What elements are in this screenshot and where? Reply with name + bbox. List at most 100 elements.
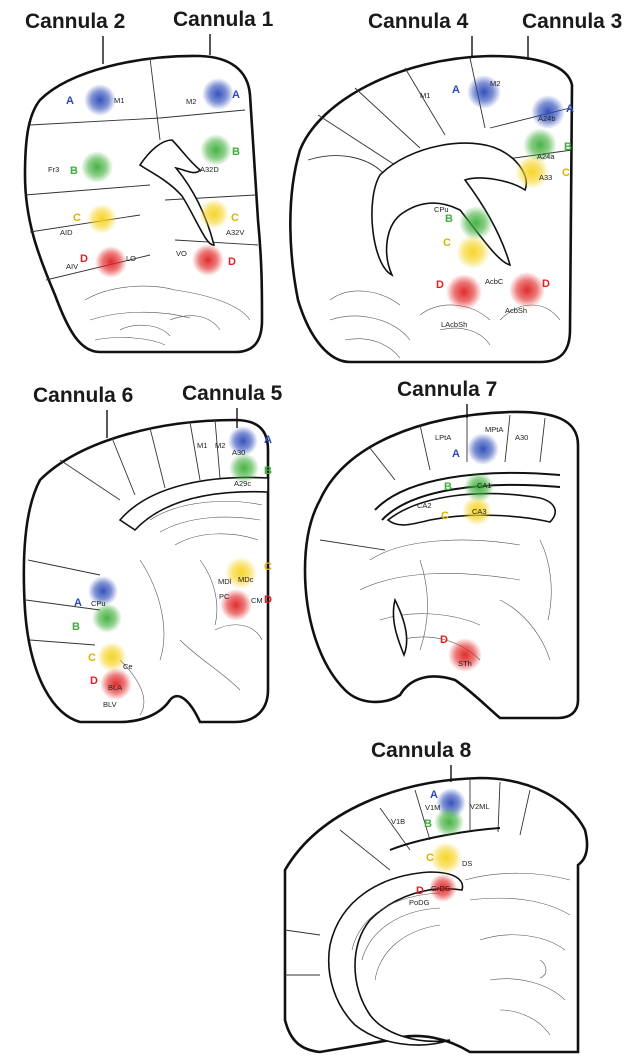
panel1-label: AIV	[66, 262, 78, 271]
panel2-letter: C	[443, 237, 451, 249]
panel4-label: CA3	[472, 507, 487, 516]
panel5-letter: C	[426, 852, 434, 864]
panel3-letter: C	[264, 561, 272, 573]
panel1-label: A32D	[200, 165, 219, 174]
panel1-label: LO	[126, 254, 136, 263]
panel2-letter: A	[566, 103, 574, 115]
panel1-letter: C	[231, 212, 239, 224]
panel3-label: CPu	[91, 599, 106, 608]
panel5-letter: D	[416, 885, 424, 897]
panel3-letter: A	[74, 597, 82, 609]
panel3-label: MDl	[218, 577, 232, 586]
panel5-label: PoDG	[409, 898, 430, 907]
panel2-label: M2	[490, 79, 500, 88]
panel1-site-D-right	[192, 244, 224, 276]
panel2-label: M1	[420, 91, 430, 100]
panel1-site-D-left	[95, 246, 127, 278]
panel1-label: Fr3	[48, 165, 59, 174]
panel2-section-outline	[290, 56, 572, 362]
panel2-label: AcbSh	[505, 306, 527, 315]
panel2-letter: C	[562, 167, 570, 179]
panel-cannula-1-2: Cannula 2 Cannula 1 M1 M2 Fr3 A32D AID A…	[25, 8, 274, 352]
panel3-label: CM	[251, 596, 263, 605]
panel1-letter: A	[232, 89, 240, 101]
panel5-label: V2ML	[470, 802, 490, 811]
panel3-label: M2	[215, 441, 225, 450]
panel3-label: M1	[197, 441, 207, 450]
panel3-label: PC	[219, 592, 230, 601]
panel4-section-outline	[305, 412, 578, 718]
panel4-site-A	[467, 433, 499, 465]
panel1-site-C-right	[199, 199, 229, 229]
panel2-label: AcbC	[485, 277, 504, 286]
panel3-label: A30	[232, 448, 245, 457]
panel1-letter: B	[232, 146, 240, 158]
panel3-label: BLV	[103, 700, 117, 709]
panel2-title-right: Cannula 3	[522, 10, 622, 33]
panel2-label: A24b	[538, 114, 556, 123]
panel4-letter: A	[452, 448, 460, 460]
panel1-letter: D	[228, 256, 236, 268]
panel2-letter: B	[564, 141, 572, 153]
panel5-site-C	[430, 842, 462, 874]
panel2-label: LAcbSh	[441, 320, 467, 329]
panel1-site-A-right	[202, 78, 234, 110]
panel2-label: A33	[539, 173, 552, 182]
panel4-letter: C	[441, 510, 449, 522]
panel4-label: STh	[458, 659, 472, 668]
panel3-letter: D	[264, 594, 272, 606]
panel1-site-B-left	[81, 151, 113, 183]
panel2-site-D-right	[509, 272, 545, 308]
panel5-label: V1B	[391, 817, 405, 826]
panel2-site-B-left	[459, 206, 493, 240]
panel2-label: A24a	[537, 152, 555, 161]
panel3-letter: C	[88, 652, 96, 664]
panel2-letter: B	[445, 213, 453, 225]
panel3-label: BLA	[108, 683, 122, 692]
panel5-title: Cannula 8	[371, 739, 472, 762]
panel3-title-right: Cannula 5	[182, 382, 283, 405]
panel-cannula-3-4: Cannula 4 Cannula 3 M1 M2 A24b A24a A33 …	[290, 10, 622, 362]
panel-cannula-8: Cannula 8 V1M V2ML V1B DS GrDG PoDG A B …	[285, 739, 587, 1052]
panel1-label: M1	[114, 96, 124, 105]
panel1-site-A-left	[84, 84, 116, 116]
panel4-label: LPtA	[435, 433, 451, 442]
panel1-olfactory	[85, 286, 250, 345]
panel3-label: A29c	[234, 479, 251, 488]
panel2-letter: A	[452, 84, 460, 96]
panel2-site-D-left	[446, 274, 482, 310]
panel4-letter: B	[444, 481, 452, 493]
panel4-region-lines	[320, 415, 545, 550]
panel3-letter: A	[264, 434, 272, 446]
panel1-label: M2	[186, 97, 196, 106]
panel3-title-left: Cannula 6	[33, 384, 133, 407]
panel1-label: AID	[60, 228, 73, 237]
panel5-letter: A	[430, 789, 438, 801]
panel-cannula-5-6: Cannula 6 Cannula 5 M1 M2 A30 A29c MDl M…	[24, 382, 283, 722]
panel2-lateral-ventricle	[372, 143, 526, 275]
panel5-label: V1M	[425, 803, 440, 812]
panel2-title-left: Cannula 4	[368, 10, 469, 33]
panel5-label: GrDG	[431, 884, 451, 893]
panel1-letter: C	[73, 212, 81, 224]
panel1-title-left: Cannula 2	[25, 10, 125, 33]
panel4-letter: D	[440, 634, 448, 646]
panel4-third-ventricle	[393, 600, 406, 655]
panel1-label: VO	[176, 249, 187, 258]
panel1-site-B-right	[200, 134, 232, 166]
panel3-region-lines	[26, 420, 220, 645]
panel2-letter: D	[542, 278, 550, 290]
panel1-site-C-left	[87, 204, 117, 234]
panel4-label: CA1	[477, 481, 492, 490]
panel1-label: A32V	[226, 228, 244, 237]
panel1-letter: B	[70, 165, 78, 177]
panel5-letter: B	[424, 818, 432, 830]
panel-cannula-7: Cannula 7 LPtA MPtA A30 CA1 CA2 CA3 STh …	[305, 378, 578, 718]
panel3-label: Ce	[123, 662, 133, 671]
panel4-label: MPtA	[485, 425, 503, 434]
panel3-letter: B	[72, 621, 80, 633]
panel4-title: Cannula 7	[397, 378, 497, 401]
panel3-letter: D	[90, 675, 98, 687]
panel2-letter: D	[436, 279, 444, 291]
panel4-label: CA2	[417, 501, 432, 510]
